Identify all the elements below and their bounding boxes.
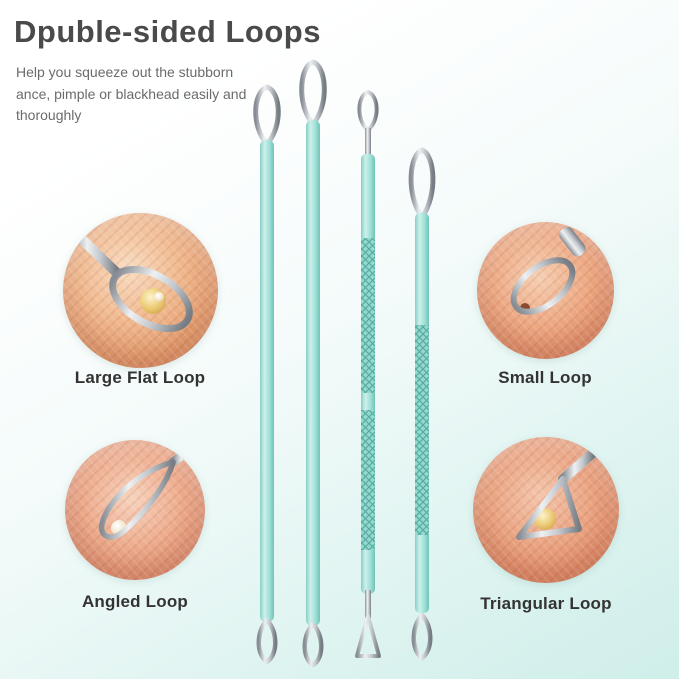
triangular-loop-on-skin-photo xyxy=(473,437,619,583)
small-loop-on-skin-photo xyxy=(477,222,614,359)
skin-texture xyxy=(63,213,218,368)
skin-texture xyxy=(477,222,614,359)
tool4-top-loop-icon xyxy=(408,147,436,220)
skin-texture xyxy=(65,440,205,580)
tool3-knurl-upper xyxy=(361,238,375,393)
triangular-loop-icon xyxy=(516,476,582,540)
tool1-bottom-loop-icon xyxy=(256,617,278,665)
double-sided-knurled-loop-tool-4 xyxy=(402,145,442,673)
tool4-knurl xyxy=(415,325,429,535)
tool3-bottom-triangle-loop-icon xyxy=(355,614,381,658)
angled-loop-icon xyxy=(98,459,176,540)
tool2-top-loop-icon xyxy=(299,59,327,127)
tool4-bottom-loop-icon xyxy=(411,612,433,661)
small-loop-icon xyxy=(510,257,576,315)
tool1-handle xyxy=(260,140,274,622)
angled-loop-handle xyxy=(168,441,200,467)
description-text: Help you squeeze out the stubborn ance, … xyxy=(16,64,247,124)
callout-label-large-flat-loop: Large Flat Loop xyxy=(74,368,206,387)
flat-loop-icon xyxy=(109,265,193,333)
tool1-top-loop-icon xyxy=(253,84,281,147)
tool2-handle xyxy=(306,120,320,626)
tool3-top-stem xyxy=(365,128,371,158)
tool2-bottom-loop-icon xyxy=(302,621,324,668)
double-sided-loop-tool-2 xyxy=(293,58,333,675)
callout-label-triangular-loop: Triangular Loop xyxy=(480,594,612,613)
callout-label-angled-loop: Angled Loop xyxy=(81,592,189,611)
large-flat-loop-on-skin-photo xyxy=(63,213,218,368)
double-sided-knurled-loop-tool-3 xyxy=(348,88,388,671)
double-sided-loop-tool-1 xyxy=(247,82,287,672)
pimple-spot xyxy=(140,288,166,314)
callout-label-small-loop: Small Loop xyxy=(498,368,592,387)
small-loop-ferrule xyxy=(559,226,586,257)
tool3-knurl-lower xyxy=(361,410,375,550)
angled-loop-on-skin-photo xyxy=(65,440,205,580)
page-title: Dpuble-sided Loops xyxy=(14,14,321,49)
triangular-loop-handle xyxy=(558,448,598,484)
tool3-top-loop-icon xyxy=(357,89,379,132)
tool3-bottom-stem xyxy=(365,590,371,618)
flat-loop-handle xyxy=(64,222,122,278)
